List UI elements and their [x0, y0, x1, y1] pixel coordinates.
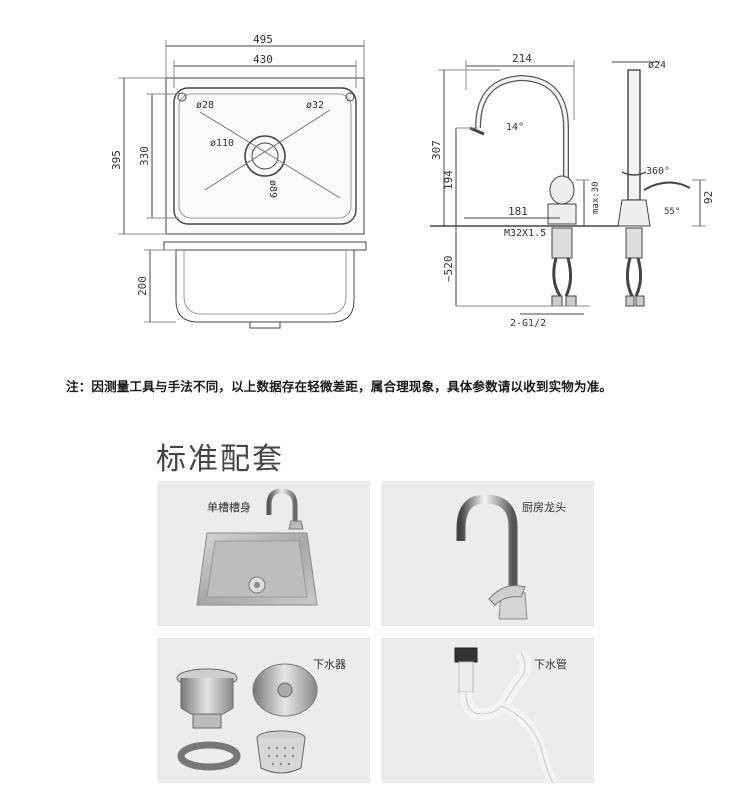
drain-hose-image	[454, 647, 558, 783]
dim-faucet-reach: 214	[512, 52, 532, 65]
dim-faucet-hose-length: ~520	[442, 256, 455, 283]
faucet-side-view	[430, 60, 620, 315]
dim-faucet-diameter: ø24	[648, 60, 666, 71]
label-drain-small: ø89	[267, 180, 278, 198]
drainer-image	[176, 663, 318, 774]
card-drain-hose: 下水管	[381, 638, 594, 783]
card-drainer: 下水器	[157, 638, 370, 783]
card-label-drainer: 下水器	[313, 658, 346, 671]
dim-faucet-handle-height: 92	[702, 191, 715, 204]
label-tap-hole-2: ø32	[306, 100, 324, 111]
sink-front-view	[144, 241, 367, 329]
dim-faucet-base-reach: 181	[508, 205, 528, 218]
label-drain: ø110	[210, 138, 234, 149]
card-kitchen-faucet: 厨房龙头	[381, 481, 594, 626]
card-label-sink-body: 单槽槽身	[207, 501, 251, 514]
card-label-drain-hose: 下水管	[534, 658, 567, 671]
sink-body-image	[196, 488, 318, 606]
dim-sink-inner-height: 330	[138, 146, 151, 166]
faucet-front-view	[612, 61, 706, 307]
dim-faucet-inlet: 2-G1/2	[510, 318, 546, 329]
dim-faucet-thread: M32X1.5	[504, 228, 546, 239]
dim-sink-depth: 200	[136, 276, 149, 296]
faucet-image	[456, 494, 528, 620]
dim-sink-outer-width: 495	[253, 33, 273, 46]
dim-faucet-angle: 14°	[506, 122, 524, 133]
section-title: 标准配套	[156, 442, 284, 477]
card-label-kitchen-faucet: 厨房龙头	[522, 501, 566, 514]
measurement-disclaimer: 注：因测量工具与手法不同，以上数据存在轻微差距，属合理现象，具体参数请以收到实物…	[66, 379, 613, 394]
sink-top-view	[118, 40, 365, 235]
label-tap-hole-1: ø28	[196, 100, 214, 111]
dim-faucet-max-thickness: max:30	[591, 181, 601, 214]
dim-faucet-handle-angle: 55°	[664, 207, 680, 217]
technical-drawing: 495 430 395 330 200 ø28 ø32 ø110 ø89 214…	[110, 33, 715, 329]
dim-sink-outer-height: 395	[110, 150, 123, 170]
dim-faucet-height: 307	[430, 140, 443, 160]
card-sink-body: 单槽槽身	[157, 481, 370, 626]
dim-faucet-rotation: 360°	[646, 166, 670, 177]
dim-faucet-spout-height: 194	[442, 170, 455, 190]
dim-sink-inner-width: 430	[253, 53, 273, 66]
